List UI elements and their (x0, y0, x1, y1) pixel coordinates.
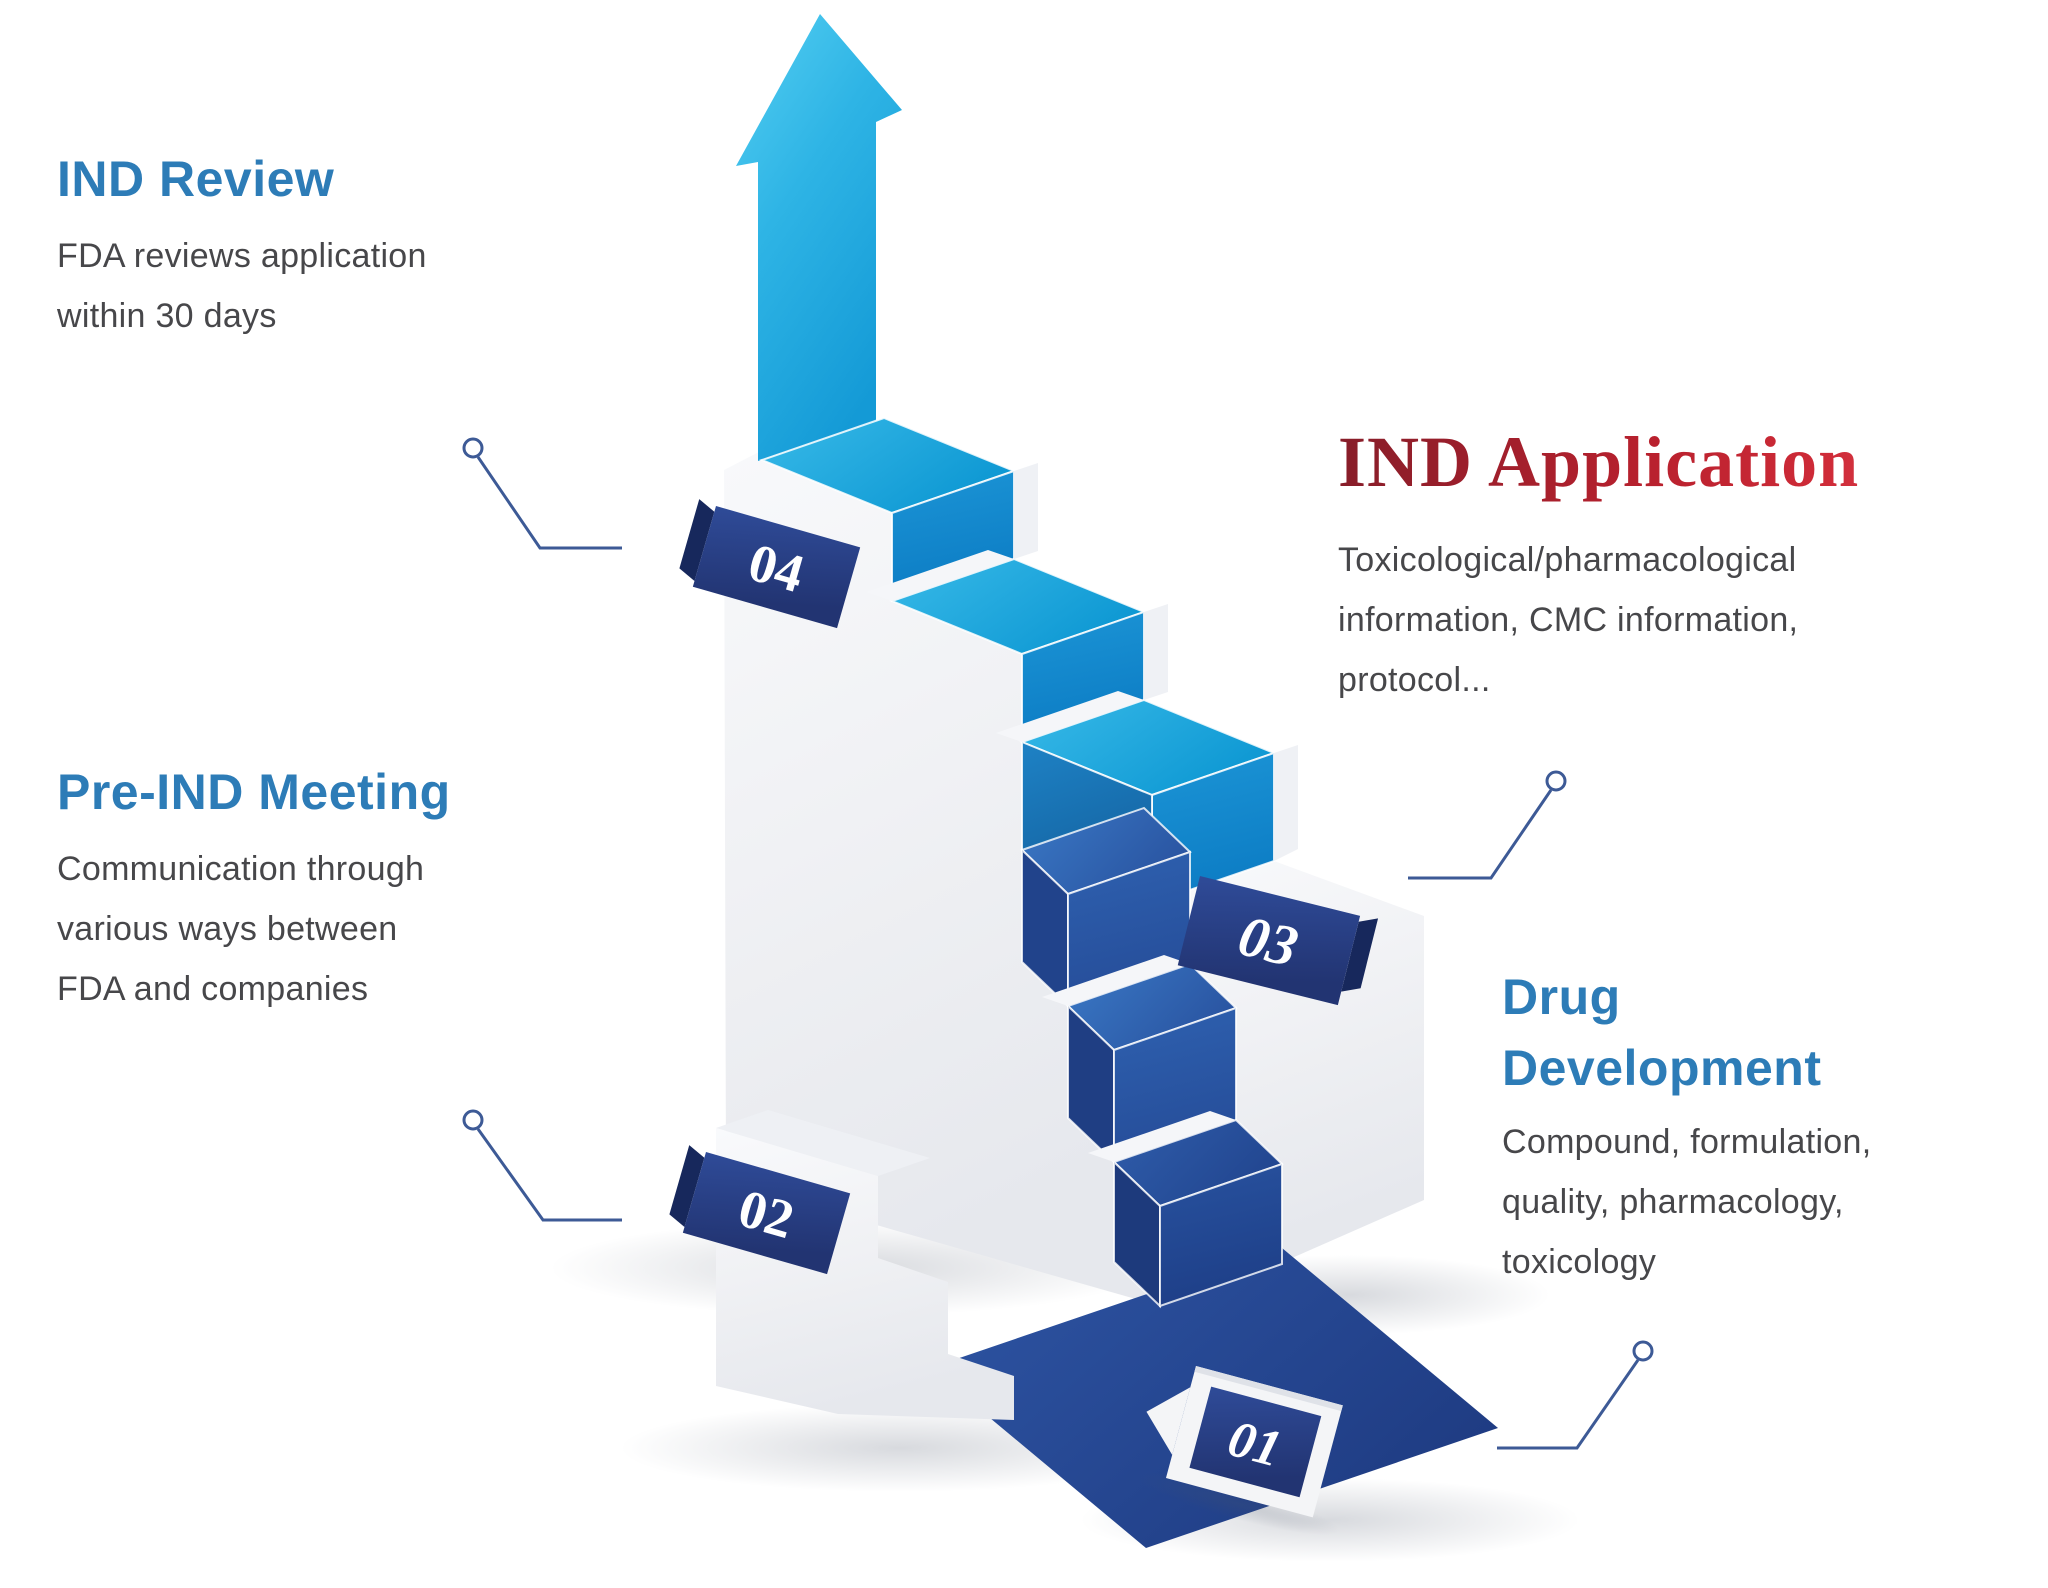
description-line: FDA and companies (57, 970, 369, 1008)
callout-title: Pre-IND Meeting (57, 764, 451, 820)
callout-ind-review: IND Review FDA reviews application withi… (57, 150, 697, 346)
connector-dot-icon (1545, 770, 1567, 792)
badge-fold (1341, 918, 1379, 992)
callout-title: Drug Development (1502, 962, 2048, 1104)
connector-ind-review (462, 437, 622, 550)
description-line: Communication through (57, 850, 425, 888)
description-line: toxicology (1502, 1243, 1657, 1281)
description-line: FDA reviews application (57, 237, 427, 275)
connector-drug-development (1497, 1340, 1654, 1450)
stage-badge-02: 02 (669, 1145, 851, 1275)
callout-ind-application: IND Application Toxicological/pharmacolo… (1338, 420, 2038, 710)
callout-pre-ind-meeting: Pre-IND Meeting Communication through va… (57, 763, 717, 1019)
badge-fold (669, 1145, 705, 1227)
badge-fold (679, 499, 715, 581)
callout-title: IND Review (57, 151, 335, 207)
description-line: Compound, formulation, (1502, 1123, 1872, 1161)
callout-description: Compound, formulation, quality, pharmaco… (1502, 1112, 2048, 1292)
description-line: Toxicological/pharmacological (1338, 541, 1797, 579)
title-line: Drug (1502, 969, 1621, 1025)
stage-badge-04: 04 (679, 499, 861, 629)
description-line: within 30 days (57, 297, 277, 335)
up-arrow-icon (736, 14, 902, 461)
description-line: information, CMC information, (1338, 601, 1799, 639)
white-block-upper-left (724, 402, 1160, 1306)
connector-dot-icon (462, 1109, 484, 1131)
callout-title: IND Application (1338, 420, 2038, 504)
connector-dot-icon (1632, 1340, 1654, 1362)
connector-dot-icon (462, 437, 484, 459)
title-line: Development (1502, 1040, 1822, 1096)
description-line: protocol... (1338, 661, 1491, 699)
stage-tag-01: 01 (1136, 1366, 1343, 1535)
connectors (462, 437, 1654, 1450)
callout-description: Toxicological/pharmacological informatio… (1338, 530, 2038, 710)
tag-card-edge (1194, 1366, 1343, 1412)
staircase-upper-flight (759, 416, 1277, 905)
callout-description: Communication through various ways betwe… (57, 839, 717, 1019)
stage-badge-03: 03 (1177, 876, 1379, 1006)
description-line: various ways between (57, 910, 398, 948)
callout-description: FDA reviews application within 30 days (57, 226, 697, 346)
description-line: quality, pharmacology, (1502, 1183, 1844, 1221)
callout-drug-development: Drug Development Compound, formulation, … (1502, 962, 2048, 1292)
connector-pre-ind-meeting (462, 1109, 622, 1222)
connector-ind-application (1408, 770, 1567, 880)
white-wall-slivers (866, 463, 1298, 1162)
step-riser-2 (1159, 1162, 1283, 1308)
staircase-lower-flight (1020, 806, 1284, 1309)
tag-pointer (1146, 1387, 1191, 1455)
